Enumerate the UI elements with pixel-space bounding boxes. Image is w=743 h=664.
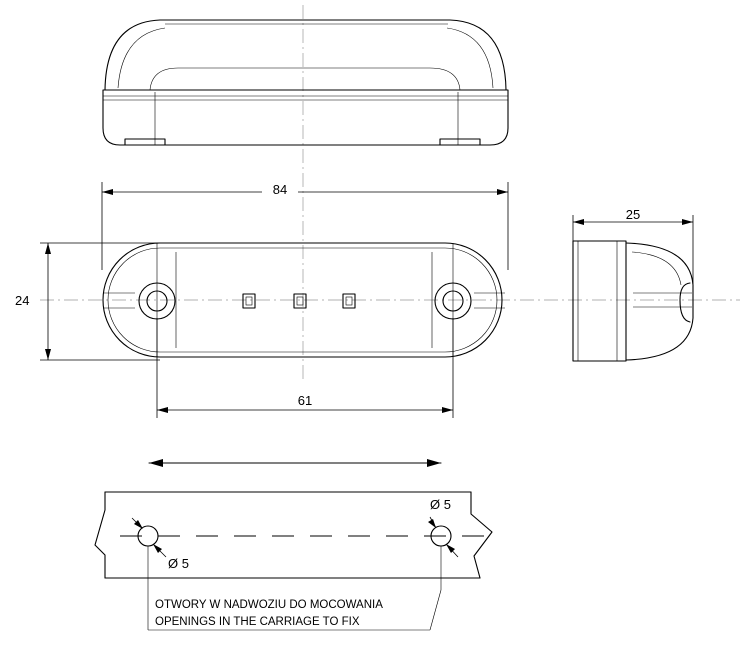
- plan-view: [40, 242, 740, 358]
- led-3: [342, 293, 356, 309]
- dimension-width: 24: [15, 242, 160, 361]
- mounting-template: Ø 5 Ø 5 OTWORY W NADWOZIU DO MOCOWANIA O…: [94, 491, 500, 631]
- hole-right-diameter: Ø 5: [430, 497, 451, 512]
- dim-height-label: 25: [626, 207, 640, 222]
- led-2: [293, 293, 307, 309]
- direction-arrow: [148, 459, 442, 467]
- elevation-view: [102, 19, 509, 146]
- dim-hole-spacing-label: 61: [298, 393, 312, 408]
- dimension-height: 25: [572, 207, 694, 285]
- mounting-note-line2: OPENINGS IN THE CARRIAGE TO FIX: [155, 616, 360, 628]
- dim-width-label: 24: [15, 293, 29, 308]
- hole-left-diameter: Ø 5: [168, 556, 189, 571]
- dim-length-label: 84: [273, 182, 287, 197]
- side-view: [572, 240, 694, 362]
- dimension-hole-spacing: 61: [156, 318, 454, 418]
- led-1: [242, 293, 256, 309]
- mounting-note-line1: OTWORY W NADWOZIU DO MOCOWANIA: [155, 599, 383, 611]
- dimension-length: 84: [101, 180, 509, 270]
